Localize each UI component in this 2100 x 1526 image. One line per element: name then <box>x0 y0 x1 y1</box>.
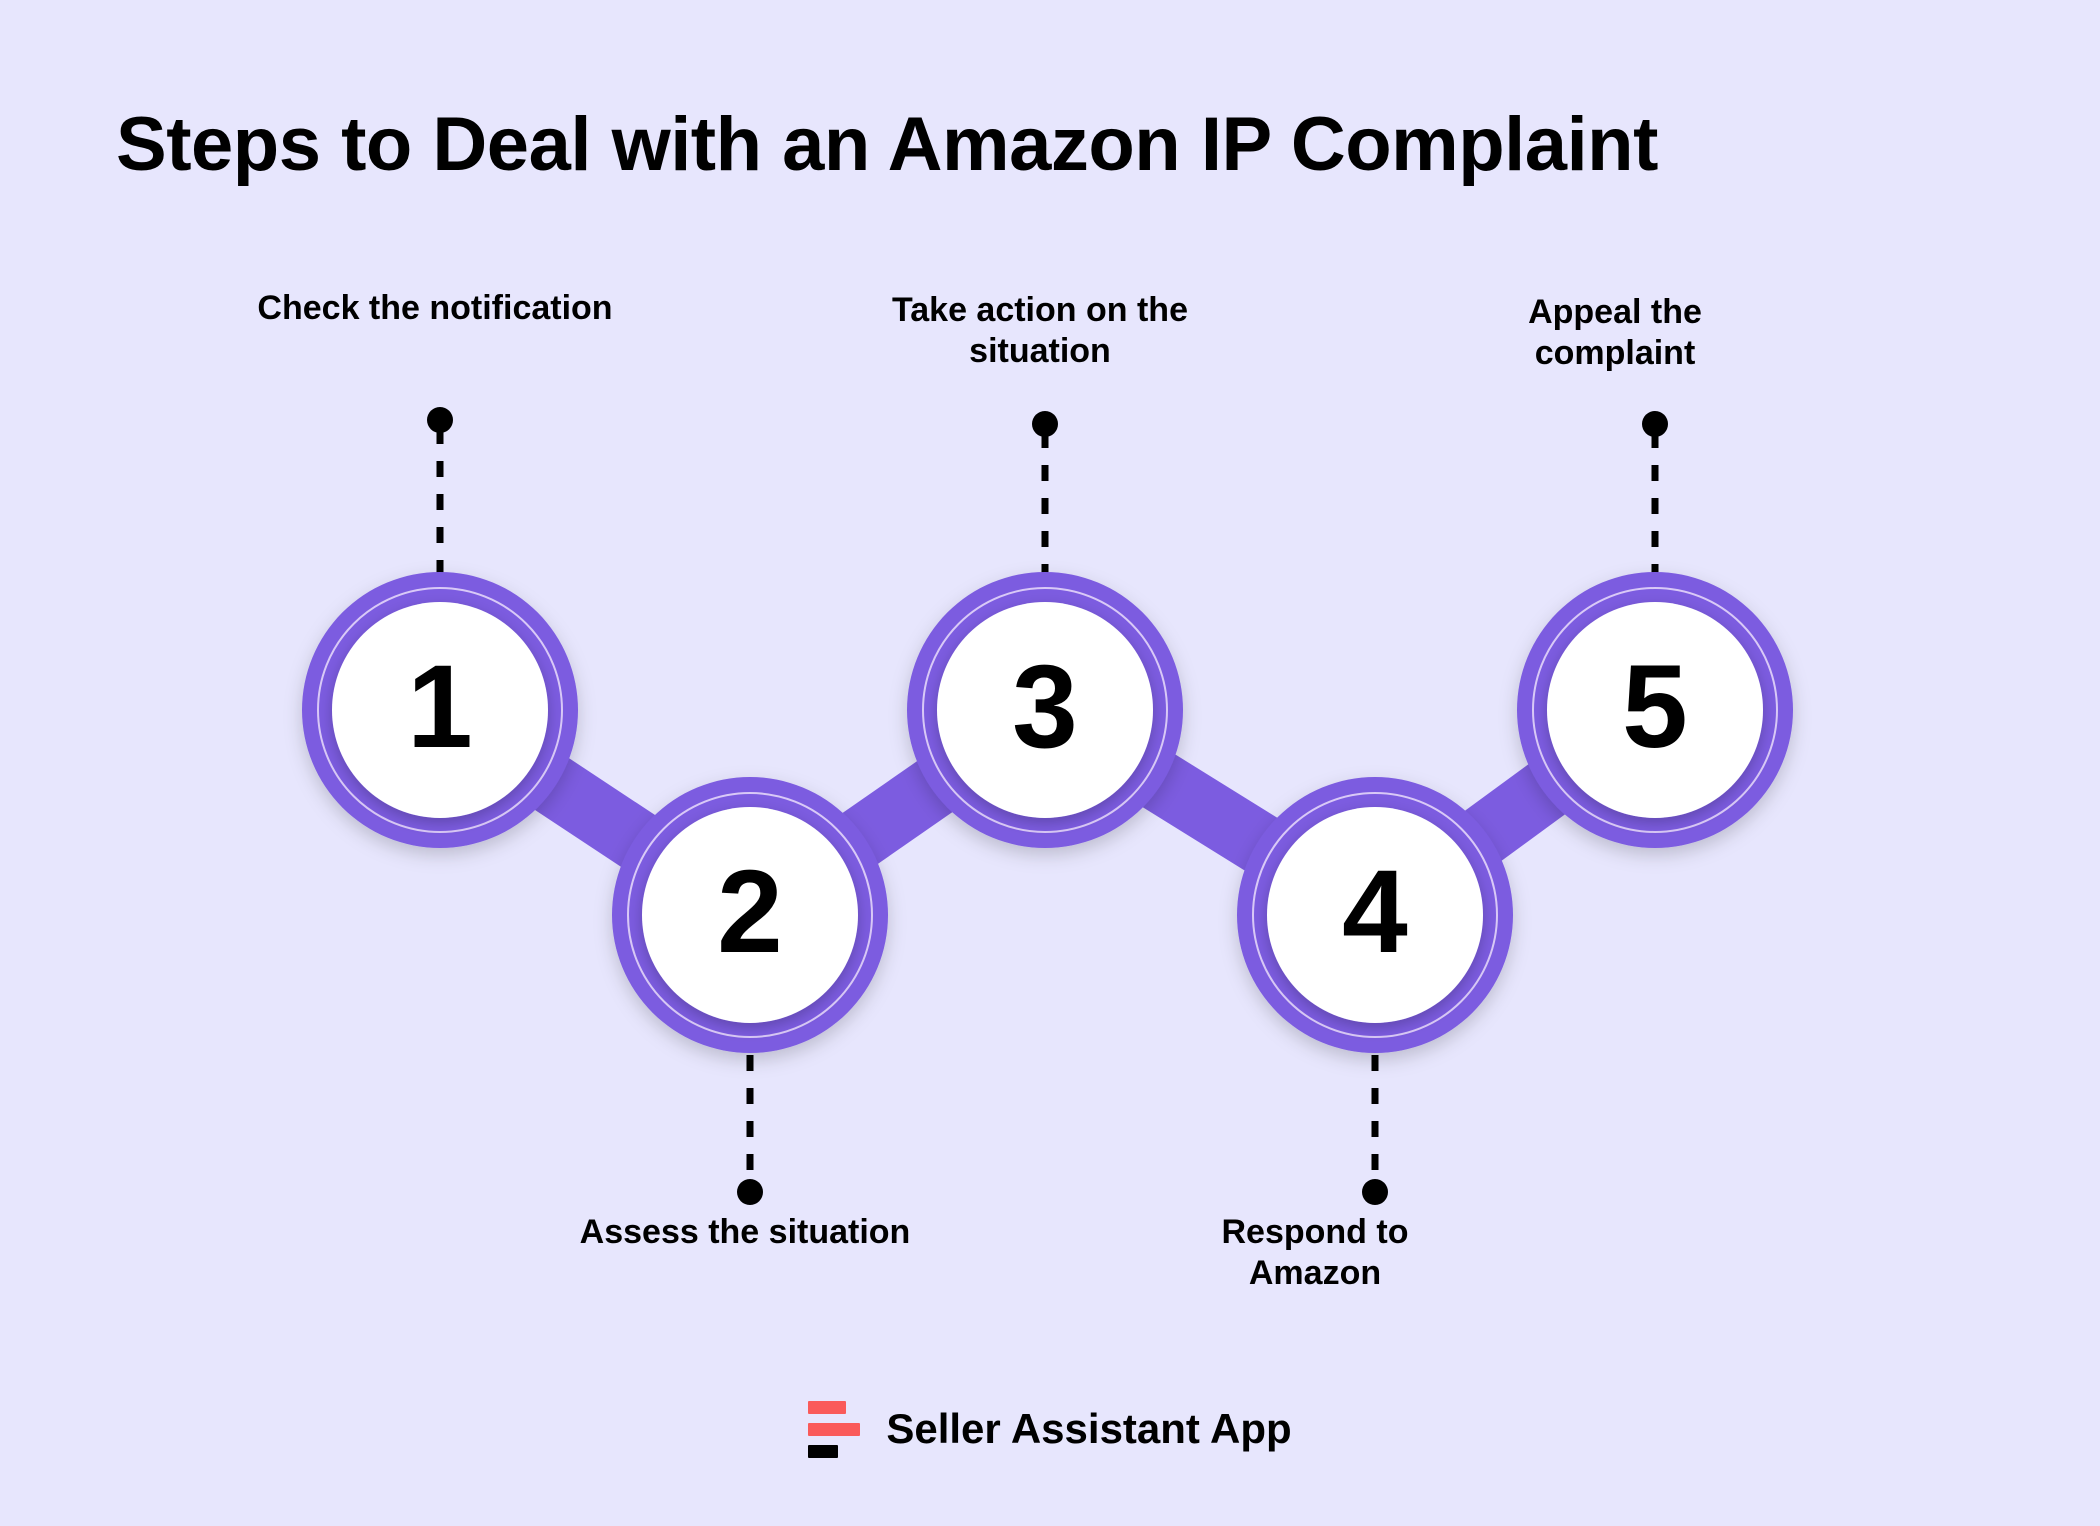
step-label-1: Check the notification <box>257 289 613 327</box>
step-number-1: 1 <box>407 641 473 773</box>
step-number-3: 3 <box>1012 641 1078 773</box>
step-circle-1[interactable] <box>302 572 578 848</box>
logo-bar-bottom <box>808 1444 839 1458</box>
logo-bar-middle <box>808 1422 861 1436</box>
step-circle-4[interactable] <box>1237 777 1513 1053</box>
leader-line-step-4 <box>1362 1055 1388 1205</box>
leader-line-step-2 <box>737 1055 763 1205</box>
leader-line-step-1 <box>427 407 453 574</box>
step-label-3: Take action on the situation <box>892 291 1188 371</box>
brand-footer: Seller Assistant App <box>0 1398 2100 1460</box>
step-number-2: 2 <box>717 846 783 978</box>
brand-name: Seller Assistant App <box>886 1405 1292 1452</box>
step-number-5: 5 <box>1622 641 1688 773</box>
step-label-2: Assess the situation <box>579 1213 911 1251</box>
step-label-5: Appeal the complaint <box>1528 293 1702 373</box>
page-title: Steps to Deal with an Amazon IP Complain… <box>116 101 1658 187</box>
step-circle-5[interactable] <box>1517 572 1793 848</box>
step-circle-3[interactable] <box>907 572 1183 848</box>
step-label-4: Respond to Amazon <box>1221 1213 1409 1293</box>
seller-assistant-logo-icon <box>808 1398 861 1460</box>
leader-line-step-5 <box>1642 411 1668 574</box>
step-number-4: 4 <box>1342 846 1408 978</box>
leader-line-step-3 <box>1032 411 1058 574</box>
leader-line-group <box>427 407 1668 1205</box>
logo-bar-top <box>808 1400 847 1414</box>
step-circle-2[interactable] <box>612 777 888 1053</box>
